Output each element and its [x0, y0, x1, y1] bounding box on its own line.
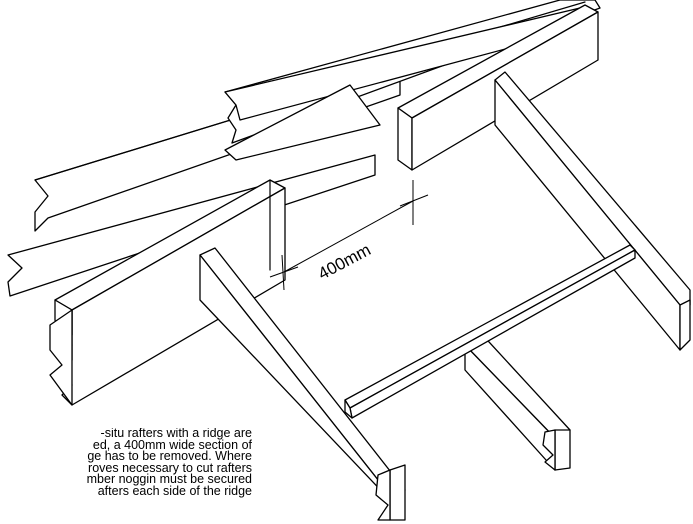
timber-noggin: [344, 244, 636, 419]
middle-rafter: [464, 329, 571, 471]
left-front-rafter: [199, 247, 406, 521]
caption-line: -situ rafters with a ridge are: [100, 428, 252, 440]
dimension-label: 400mm: [315, 240, 374, 283]
caption-line: ed, a 400mm wide section of: [92, 437, 252, 452]
caption-line: afters each side of the ridge: [97, 483, 252, 498]
right-front-rafter: [494, 71, 691, 351]
caption-line: roves necessary to cut rafters: [88, 460, 252, 475]
diagram-caption: -situ rafters with a ridge are ed, a 400…: [0, 428, 252, 524]
caption-line: mber noggin must be secured: [86, 472, 252, 486]
left-ridge-section: [49, 179, 286, 406]
caption-line: ge has to be removed. Where: [87, 449, 252, 463]
